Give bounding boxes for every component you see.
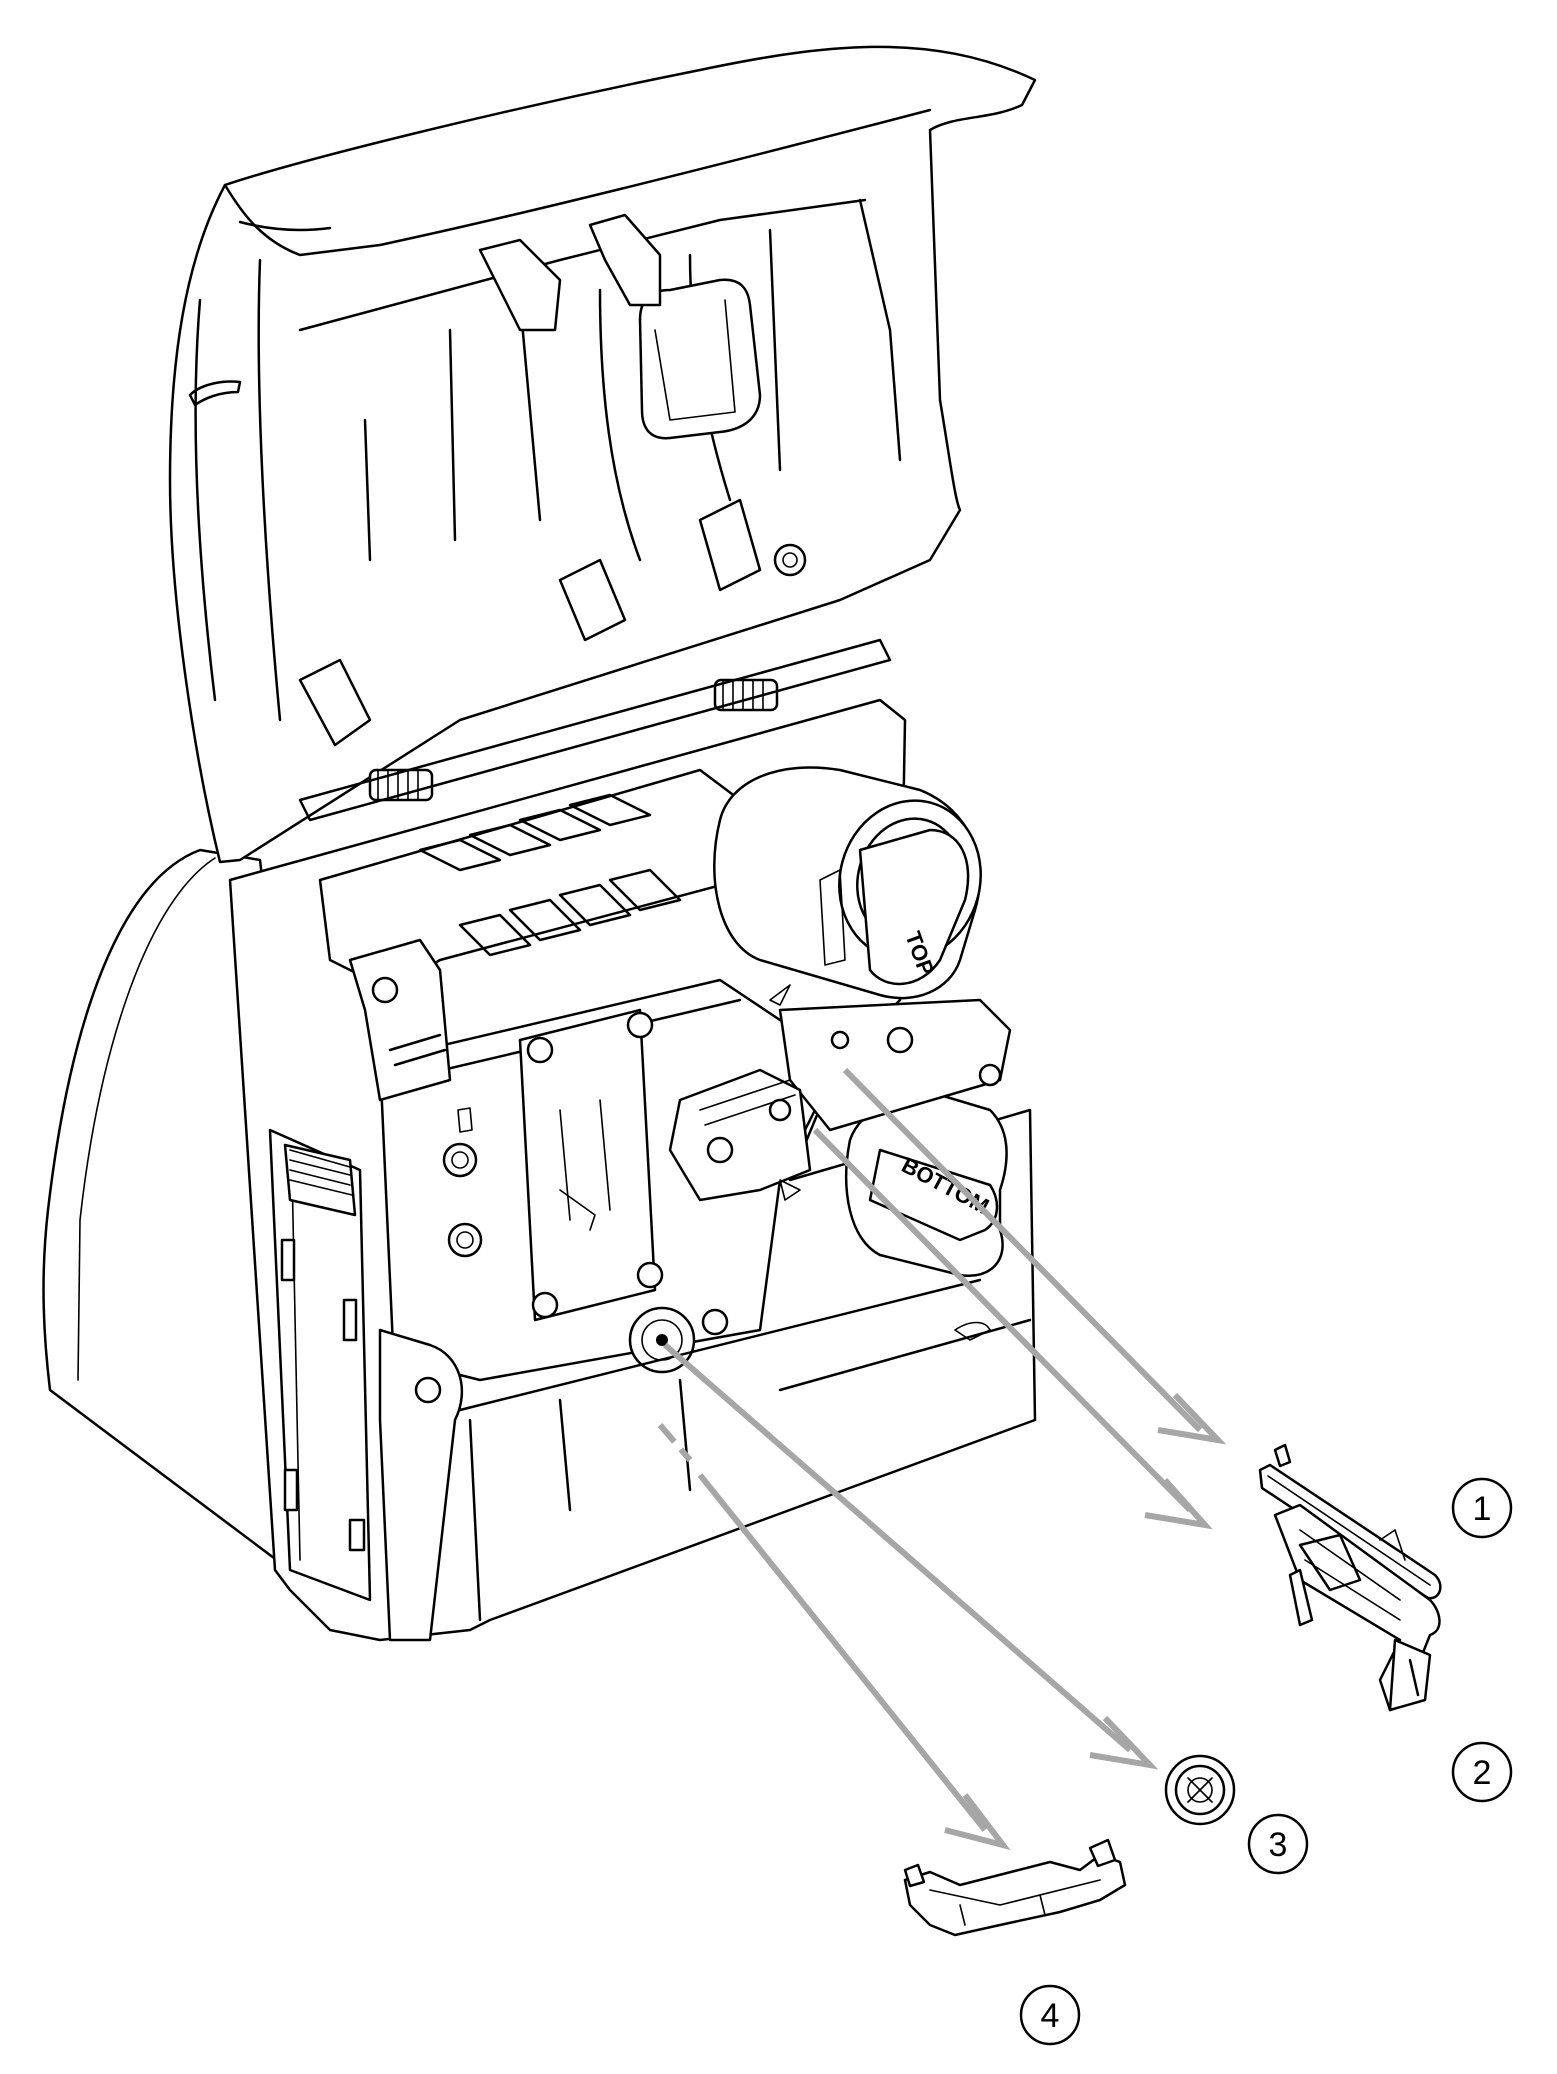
- callouts: 1 2 3 4: [1019, 1477, 1513, 2046]
- arrow-to-3: [663, 1342, 1132, 1753]
- deck-slots: [418, 793, 682, 957]
- part-4-bracket: [903, 1838, 1127, 1937]
- callout-2: 2: [1451, 1741, 1513, 1803]
- callout-3: 3: [1247, 1813, 1309, 1875]
- chassis: TOP BOTTOM: [228, 698, 1037, 1642]
- callout-2-number: 2: [1473, 1754, 1492, 1792]
- callout-1: 1: [1451, 1477, 1513, 1539]
- arrow-to-2: [812, 1127, 1193, 1513]
- arrow-to-4: [657, 1423, 693, 1462]
- side-housing: [42, 848, 292, 1572]
- part-2-printhead-carriage: [1273, 1503, 1441, 1712]
- callout-4: 4: [1019, 1984, 1081, 2046]
- callout-3-number: 3: [1269, 1826, 1288, 1864]
- callout-1-number: 1: [1473, 1490, 1492, 1528]
- top-cover: [168, 45, 1037, 864]
- printer-illustration: TOP BOTTOM: [42, 45, 1037, 1642]
- cover-spring-right: [713, 678, 779, 712]
- explode-arrows: [657, 1067, 1227, 1851]
- ribbon-spindle-top: TOP: [713, 766, 982, 1000]
- callout-4-number: 4: [1041, 1997, 1060, 2035]
- arrow-to-1: [842, 1067, 1203, 1433]
- part-3-gear-wheel: [1164, 1754, 1236, 1826]
- ribbon-spindle-bottom: BOTTOM: [845, 1092, 1008, 1278]
